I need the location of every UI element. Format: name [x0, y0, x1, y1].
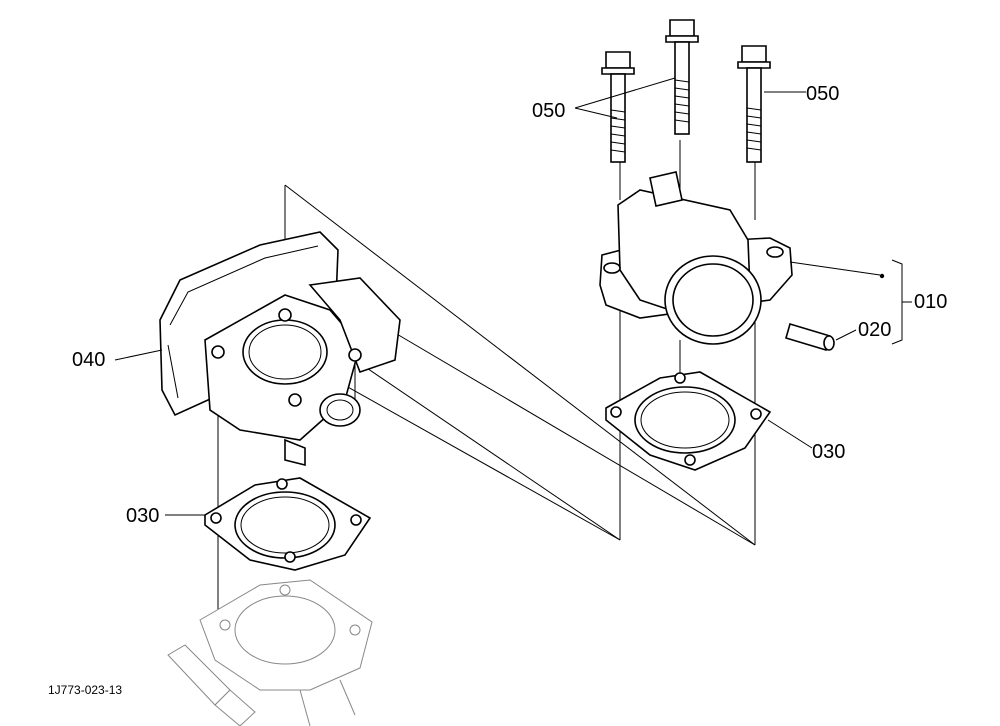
pin: [785, 323, 835, 351]
bolt-right: [737, 45, 771, 163]
drawing-code: 1J773-023-13: [48, 683, 122, 697]
label-gasket-right: 030: [812, 441, 845, 463]
bolt-center: [665, 19, 699, 135]
label-bolt-right: 050: [806, 83, 839, 105]
label-gasket-left: 030: [126, 505, 159, 527]
leader-dot: [879, 273, 885, 279]
label-throttle-body: 040: [72, 349, 105, 371]
label-pin: 020: [858, 319, 891, 341]
label-assembly: 010: [914, 291, 947, 313]
intake-manifold-reference: [167, 579, 373, 726]
thermostat-housing: [599, 171, 793, 345]
bolt-left: [601, 51, 635, 163]
throttle-body: [159, 231, 401, 467]
assembly-bracket: [891, 259, 903, 345]
gasket-left: [204, 477, 372, 571]
leader-lines: [114, 77, 881, 516]
gasket-right: [605, 371, 772, 471]
label-bolt-left: 050: [532, 100, 565, 122]
